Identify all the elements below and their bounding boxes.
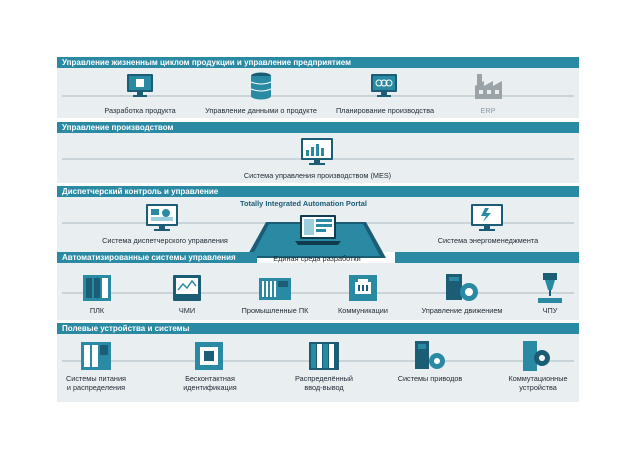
planning-monitor-icon xyxy=(371,74,397,97)
section-automation-header: Автоматизированные системы управления xyxy=(57,252,257,263)
dispatch-label-left: Система диспетчерского управления xyxy=(102,236,228,245)
hmi-icon xyxy=(173,275,201,301)
lifecycle-label-2: Планирование производства xyxy=(335,106,435,115)
cnc-icon xyxy=(538,273,562,303)
plc-icon xyxy=(83,275,111,301)
lifecycle-label-3: ERP xyxy=(480,106,496,115)
distributed-io-icon xyxy=(309,342,339,370)
section-lifecycle-header: Управление жизненным циклом продукции и … xyxy=(57,57,579,68)
automation-label-4: Управление движением xyxy=(421,306,503,315)
automation-header-extension xyxy=(395,252,579,263)
switching-device-icon xyxy=(523,341,550,371)
field-label-2-line1: Распределённый xyxy=(294,374,353,383)
automation-label-5: ЧПУ xyxy=(542,306,558,315)
monitor-icon xyxy=(127,74,153,97)
power-distribution-icon xyxy=(81,342,111,370)
section-production-header: Управление производством xyxy=(57,122,579,133)
section-automation-row xyxy=(57,263,579,320)
field-label-0-line1: Системы питания xyxy=(65,374,126,383)
rfid-icon xyxy=(195,342,223,370)
lifecycle-connector xyxy=(62,95,574,97)
production-label: Система управления производством (MES) xyxy=(243,171,392,180)
field-label-4-line2: устройства xyxy=(519,383,557,392)
lifecycle-label-1: Управление данными о продукте xyxy=(205,106,317,115)
field-label-4-line1: Коммутационные xyxy=(508,374,568,383)
tia-portal-frame xyxy=(246,222,386,258)
scada-monitor-icon xyxy=(146,204,178,231)
field-label-2-line2: ввод-вывод xyxy=(304,383,344,392)
tia-portal-title: Totally Integrated Automation Portal xyxy=(240,199,367,208)
dispatch-label-right: Система энергоменеджмента xyxy=(437,236,539,245)
section-dispatch-header: Диспетчерский контроль и управление xyxy=(57,186,579,197)
automation-connector xyxy=(62,292,574,294)
motion-control-icon xyxy=(446,274,478,301)
database-icon xyxy=(250,72,272,100)
mes-monitor-icon xyxy=(301,138,333,165)
automation-label-0: ПЛК xyxy=(89,306,105,315)
automation-label-2: Промышленные ПК xyxy=(241,306,309,315)
field-label-1-line2: идентификация xyxy=(183,383,237,392)
automation-label-1: ЧМИ xyxy=(178,306,196,315)
drive-system-icon xyxy=(415,341,445,369)
field-label-0-line2: и распределения xyxy=(66,383,126,392)
industrial-pc-icon xyxy=(259,278,291,300)
laptop-icon xyxy=(295,215,341,245)
dispatch-label-center: Единая среда разработки xyxy=(273,254,361,263)
factory-icon xyxy=(475,74,502,99)
communications-icon xyxy=(349,275,377,301)
field-label-3-line1: Системы приводов xyxy=(397,374,463,383)
field-label-1-line1: Бесконтактная xyxy=(185,374,235,383)
section-field-header: Полевые устройства и системы xyxy=(57,323,579,334)
energy-monitor-icon xyxy=(471,204,503,231)
lifecycle-label-0: Разработка продукта xyxy=(104,106,176,115)
automation-label-3: Коммуникации xyxy=(338,306,388,315)
